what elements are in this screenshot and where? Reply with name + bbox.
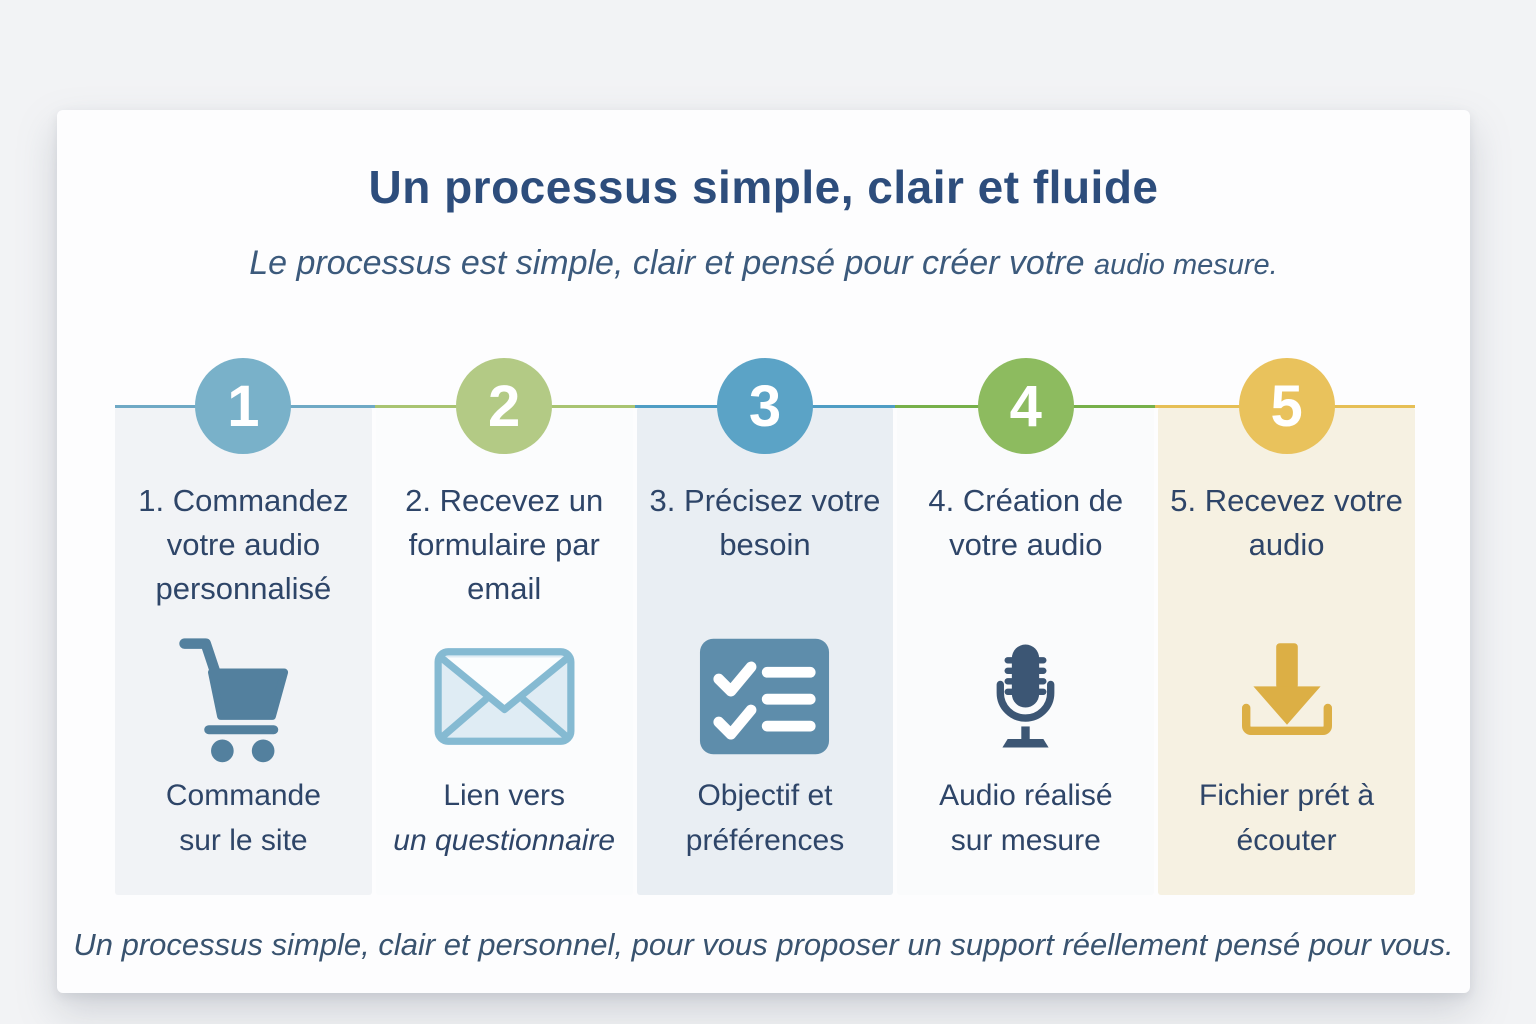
step-number: 5 [1270,373,1303,439]
checklist-icon [697,619,832,773]
step-column-1: 1 1. Commandez votre audio personnalisé … [115,358,372,895]
step-5-title: 5. Recevez votre audio [1170,483,1403,563]
subtitle-main: Le processus est simple, clair et pensé … [249,244,1094,282]
step-3-number-badge: 3 [716,358,813,454]
step-2-number-badge: 2 [456,358,553,454]
step-2-caption: Lien vers un questionnaire [393,779,616,857]
step-4-caption: Audio réalisé sur mesure [939,779,1113,857]
step-3-caption: Objectif et préférences [685,779,845,857]
step-1-number-badge: 1 [195,358,292,454]
step-column-3: 3 3. Précisez votre besoin Objectif et p… [636,358,894,895]
step-3-title: 3. Précisez votre besoin [649,483,881,563]
shopping-cart-icon [166,619,321,773]
step-number: 2 [488,373,521,439]
step-column-5: 5 5. Recevez votre audio Fichier prét à … [1158,358,1415,895]
page-title: Un processus simple, clair et fluide [368,161,1159,213]
footer-note: Un processus simple, clair et personnel,… [73,927,1454,962]
step-column-4: 4 4. Création de votre audio [897,358,1155,895]
step-column-2: 2 2. Recevez un formulaire par email Lie… [375,358,633,895]
steps-row: 1 1. Commandez votre audio personnalisé … [115,358,1415,895]
step-1-title: 1. Commandez votre audio personnalisé [138,483,349,607]
envelope-icon [432,619,577,773]
step-1-caption: Commande sur le site [165,779,321,857]
step-2-title: 2. Recevez un formulaire par email [405,483,604,607]
step-number: 4 [1009,373,1042,439]
step-number: 3 [748,373,782,439]
step-5-caption: Fichier prét à écouter [1199,779,1375,857]
process-card: Un processus simple, clair et fluide Le … [57,110,1470,993]
step-5-number-badge: 5 [1238,358,1335,454]
step-number: 1 [227,373,260,439]
download-icon [1227,619,1347,773]
step-4-title: 4. Création de votre audio [928,483,1124,563]
subtitle-small: audio mesure. [1093,249,1278,281]
step-4-number-badge: 4 [977,358,1074,454]
page-subtitle: Le processus est simple, clair et pensé … [57,244,1470,283]
microphone-icon [973,619,1078,773]
